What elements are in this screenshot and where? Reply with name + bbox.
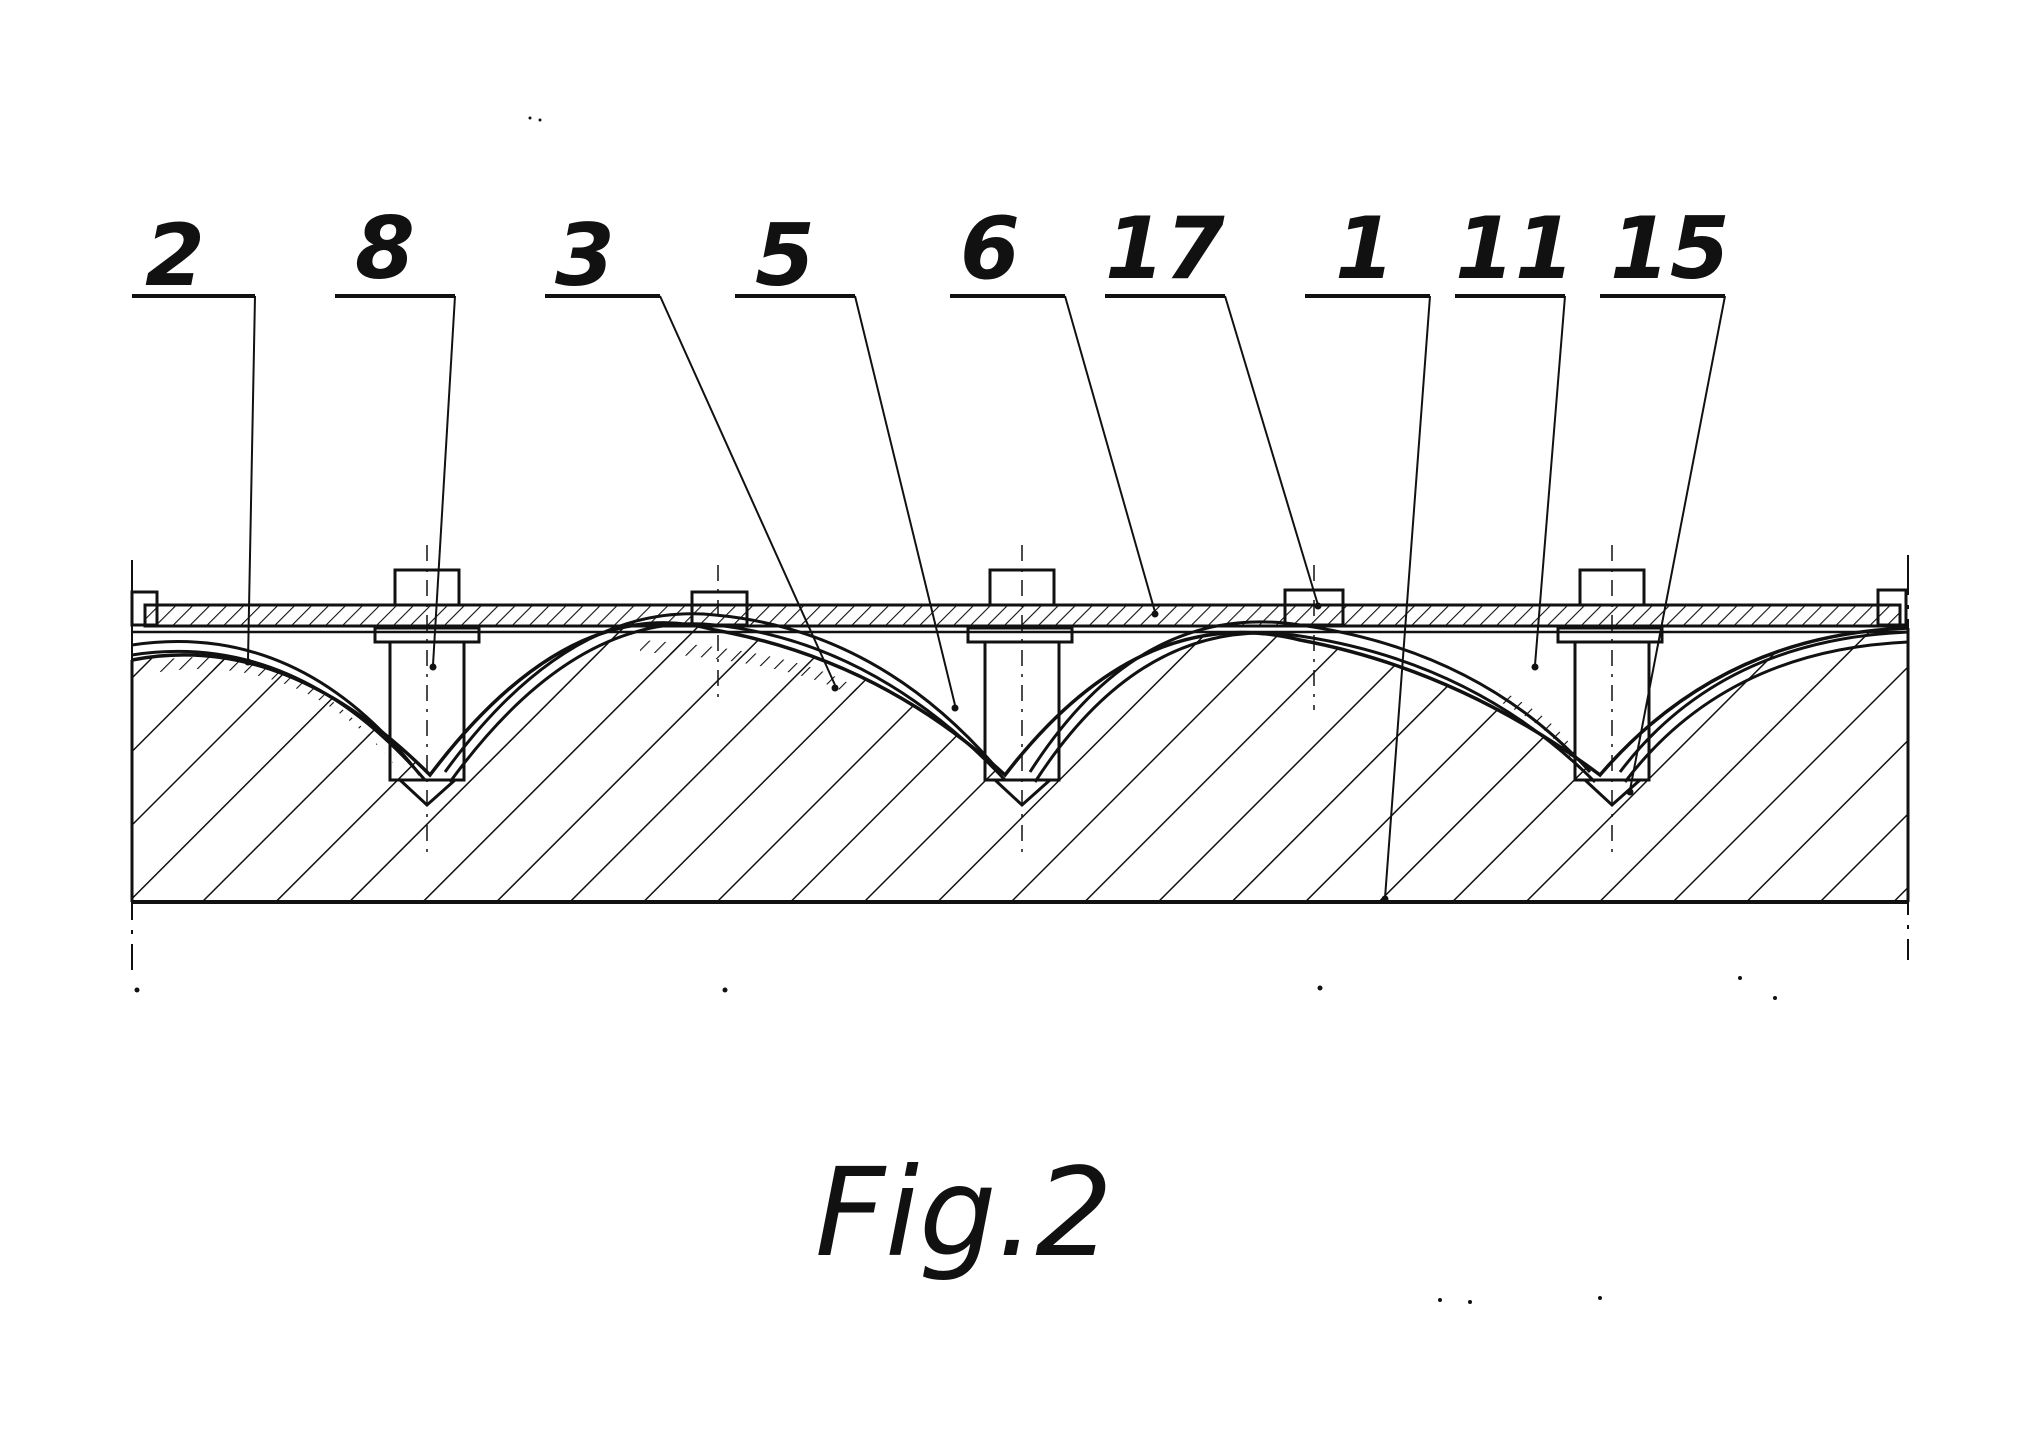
label-15: 15 [1610,199,1730,299]
spacer-blocks [132,565,1906,710]
label-11: 11 [1455,199,1575,299]
figure-caption: Fig.2 [815,1142,1113,1284]
label-5: 5 [755,206,815,306]
label-6: 6 [960,199,1020,299]
label-17: 17 [1105,199,1225,299]
label-3: 3 [555,206,615,306]
label-1: 1 [1335,199,1395,299]
label-8: 8 [355,199,415,299]
cross-section-drawing: 2 8 3 5 6 17 [132,117,1908,1305]
label-2: 2 [145,206,205,306]
